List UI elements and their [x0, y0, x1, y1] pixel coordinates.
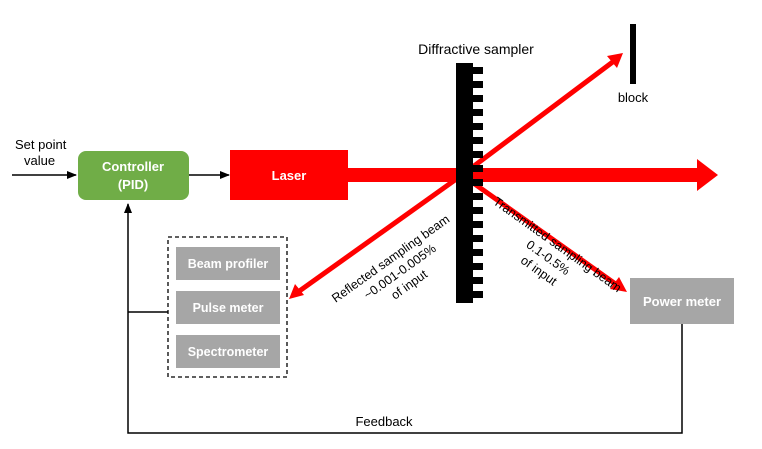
grating-tooth	[473, 67, 483, 74]
transmitted-beam-annotation: Transmitted sampling beam 0.1-0.5% of in…	[491, 194, 624, 295]
grating-tooth	[473, 137, 483, 144]
reflected-beam-line	[296, 172, 464, 295]
controller-box: Controller (PID)	[78, 151, 189, 200]
grating-tooth	[473, 123, 483, 130]
block-beam-arrowhead	[607, 53, 623, 68]
grating-tooth	[473, 235, 483, 242]
pulse-meter-label: Pulse meter	[193, 301, 264, 315]
power-meter-box: Power meter	[630, 278, 734, 324]
beam-block: block	[618, 24, 649, 105]
grating-tooth	[473, 179, 483, 186]
grating-tooth	[473, 151, 483, 158]
main-beam	[347, 168, 699, 182]
pulse-meter-box	[176, 291, 280, 324]
power-meter-rect	[630, 278, 734, 324]
grating-tooth	[473, 291, 483, 298]
sampler-body	[456, 63, 473, 303]
beam-profiler-label: Beam profiler	[188, 257, 269, 271]
sampler-teeth	[473, 67, 483, 298]
laser-box: Laser	[230, 150, 348, 200]
grating-tooth	[473, 109, 483, 116]
reflected-beam-annotation: Reflected sampling beam ~0.001-0.005% of…	[329, 212, 452, 305]
grating-tooth	[473, 95, 483, 102]
diffractive-sampler: Diffractive sampler	[418, 41, 534, 303]
beams	[289, 53, 718, 299]
block-label: block	[618, 90, 649, 105]
grating-tooth	[473, 277, 483, 284]
grating-tooth	[473, 165, 483, 172]
grating-tooth	[473, 207, 483, 214]
block-beam	[460, 59, 616, 177]
reflected-beam-arrowhead	[289, 284, 304, 299]
instruments-group: Beam profiler Pulse meter Spectrometer	[167, 236, 288, 378]
main-beam-arrowhead	[697, 159, 718, 191]
set-point-input: Set point value	[12, 137, 77, 179]
grating-tooth	[473, 249, 483, 256]
transmitted-beam-arrowhead	[610, 277, 627, 292]
controller-label-line1: Controller	[102, 159, 164, 174]
transmitted-beam-line	[460, 172, 619, 288]
beam-profiler-box	[176, 247, 280, 280]
laser-label: Laser	[272, 168, 307, 183]
instruments-dashed-border	[167, 236, 288, 378]
grating-tooth	[473, 221, 483, 228]
feedback-line	[124, 203, 683, 434]
spectrometer-label: Spectrometer	[188, 345, 269, 359]
power-meter-label: Power meter	[643, 294, 721, 309]
feedback-loop: Feedback	[124, 203, 683, 434]
grating-tooth	[473, 193, 483, 200]
laser-rect	[230, 150, 348, 200]
grating-tooth	[473, 263, 483, 270]
block-bar	[630, 24, 636, 84]
controller-rect	[78, 151, 189, 200]
spectrometer-box	[176, 335, 280, 368]
set-point-label-line2: value	[24, 153, 55, 168]
sampler-title: Diffractive sampler	[418, 41, 534, 57]
controller-label-line2: (PID)	[118, 177, 148, 192]
set-point-label-line1: Set point	[15, 137, 67, 152]
grating-tooth	[473, 81, 483, 88]
feedback-label: Feedback	[355, 414, 413, 429]
